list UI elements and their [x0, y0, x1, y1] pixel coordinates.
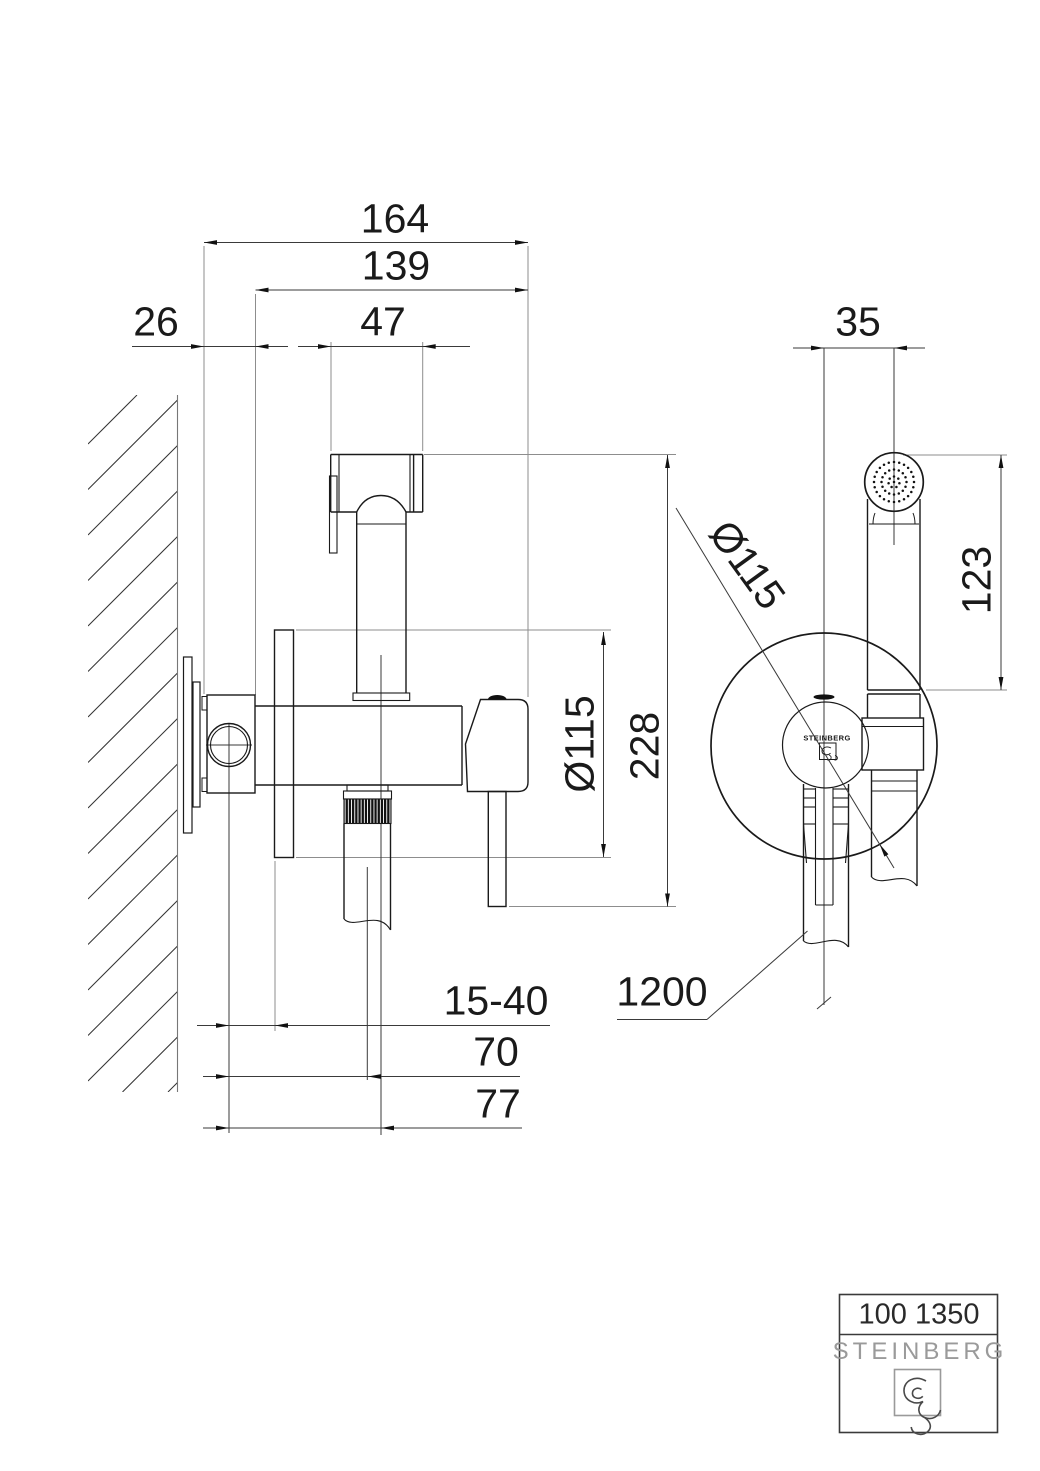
- centerlines: [206, 348, 895, 1135]
- dim-total-height: 228: [621, 711, 668, 781]
- dim-plate-diameter-side: Ø115: [556, 695, 603, 793]
- dim-head-offset: 35: [835, 298, 881, 345]
- title-block-brand: STEINBERG: [832, 1337, 1008, 1365]
- extension-lines: [203, 246, 1007, 1031]
- dim-hose-length: 1200: [616, 968, 708, 1015]
- dim-mount-depth-range: 15-40: [443, 977, 549, 1024]
- dim-body-width: 139: [361, 242, 431, 289]
- dimension-lines: [132, 242, 1002, 1129]
- logo-frame: [893, 1368, 942, 1417]
- wall-hatch: [88, 395, 178, 1092]
- dim-holder-width: 47: [360, 298, 406, 345]
- title-block: [838, 1293, 999, 1436]
- escutcheon-brand-text: STEINBERG: [803, 733, 851, 743]
- dim-handset-height: 123: [953, 545, 1000, 615]
- dim-hose-outer-offset: 77: [475, 1080, 521, 1127]
- dim-hose-offset: 70: [473, 1028, 519, 1075]
- steinberg-logo-icon: [903, 1377, 942, 1436]
- front-view-linework: [710, 451, 938, 948]
- spray-holes-pattern: [872, 460, 916, 504]
- side-view-linework: [182, 453, 529, 931]
- dimension-arrowheads: [191, 240, 1004, 1131]
- dim-wall-clearance: 26: [133, 298, 179, 345]
- dim-total-width: 164: [360, 195, 430, 242]
- title-block-article-number: 100 1350: [858, 1298, 980, 1330]
